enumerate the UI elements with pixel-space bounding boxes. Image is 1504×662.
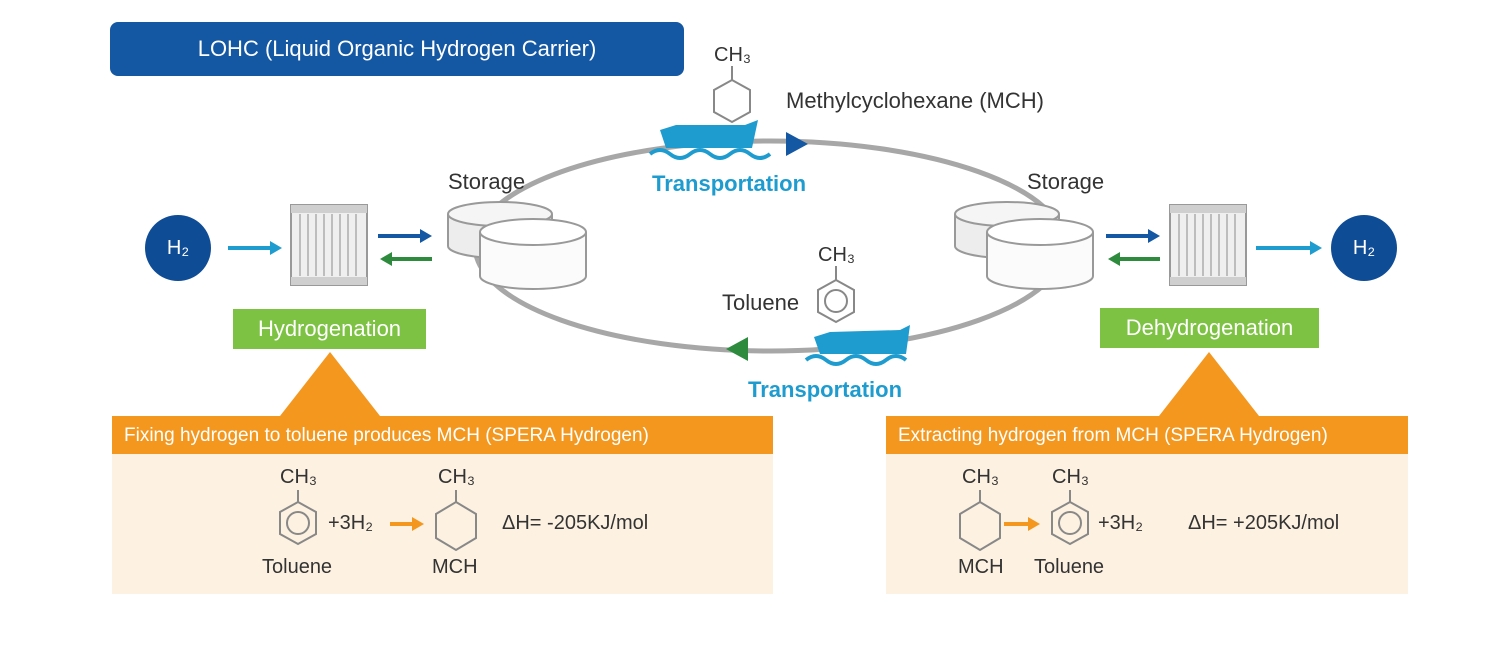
- toluene-reactant-icon: [279, 490, 317, 546]
- mch-methyl-label: CH₃: [714, 44, 752, 66]
- exchange-arrows-right-icon: [1106, 229, 1160, 266]
- ship-icon-top: [648, 120, 772, 160]
- storage-right-label: Storage: [1027, 169, 1105, 194]
- h2-in-arrow-icon: [228, 241, 282, 255]
- toluene-methyl-label: CH₃: [818, 244, 856, 266]
- cycle-arrow-left: [726, 337, 748, 361]
- mch-product-icon: [435, 490, 477, 552]
- hydrogenation-label: Hydrogenation: [233, 309, 426, 349]
- dehydrogenation-panel-header: Extracting hydrogen from MCH (SPERA Hydr…: [886, 416, 1408, 454]
- toluene-molecule-icon-bottom: [817, 266, 855, 324]
- storage-left-label: Storage: [448, 169, 526, 194]
- product-methyl-label: CH₃: [438, 466, 476, 488]
- reactant-name-label: Toluene: [262, 556, 333, 578]
- h2-input-circle: H₂: [145, 215, 211, 281]
- product-name-label: Toluene: [1034, 556, 1105, 578]
- mch-molecule-icon-top: [713, 66, 751, 124]
- reactant-methyl-label: CH₃: [280, 466, 318, 488]
- enthalpy-right-label: ΔH= +205KJ/mol: [1188, 512, 1340, 534]
- product-name-label: MCH: [432, 556, 478, 578]
- ship-icon-bottom: [804, 325, 910, 366]
- hydrogenation-reaction-graphics: [279, 490, 477, 552]
- reaction-arrow-right-icon: [1004, 517, 1040, 531]
- transport-top-label: Transportation: [652, 171, 807, 196]
- toluene-product-icon: [1051, 490, 1089, 546]
- storage-tanks-left: [447, 201, 587, 290]
- hydrogen-released-label: +3H₂: [1098, 512, 1144, 534]
- pointer-triangle-left: [280, 352, 380, 416]
- reactor-left-icon: [290, 204, 368, 286]
- pointer-triangle-right: [1159, 352, 1259, 416]
- mch-name-label: Methylcyclohexane (MCH): [786, 88, 1044, 113]
- reactant-name-label: MCH: [958, 556, 1004, 578]
- h2-out-arrow-icon: [1256, 241, 1322, 255]
- reaction-arrow-left-icon: [390, 517, 424, 531]
- dehydrogenation-panel: CH₃ MCH CH₃ Toluene +3H₂ ΔH= +205KJ/mol: [886, 454, 1408, 594]
- cycle-arrow-right: [786, 132, 808, 156]
- mch-reactant-icon: [959, 490, 1001, 552]
- diagram-title: LOHC (Liquid Organic Hydrogen Carrier): [110, 22, 684, 76]
- dehydrogenation-reaction-graphics: [959, 490, 1089, 552]
- toluene-name-label: Toluene: [722, 290, 800, 315]
- dehydrogenation-label: Dehydrogenation: [1100, 308, 1319, 348]
- enthalpy-left-label: ΔH= -205KJ/mol: [502, 512, 649, 534]
- h2-output-circle: H₂: [1331, 215, 1397, 281]
- storage-tanks-right: [954, 201, 1094, 290]
- hydrogenation-panel: CH₃ Toluene +3H₂ CH₃ MCH ΔH= -205KJ/mol: [112, 454, 773, 594]
- hydrogenation-panel-header: Fixing hydrogen to toluene produces MCH …: [112, 416, 773, 454]
- hydrogen-added-label: +3H₂: [328, 512, 374, 534]
- transport-bottom-label: Transportation: [748, 377, 903, 402]
- product-methyl-label: CH₃: [1052, 466, 1090, 488]
- reactant-methyl-label: CH₃: [962, 466, 1000, 488]
- exchange-arrows-left-icon: [378, 229, 432, 266]
- reactor-right-icon: [1169, 204, 1247, 286]
